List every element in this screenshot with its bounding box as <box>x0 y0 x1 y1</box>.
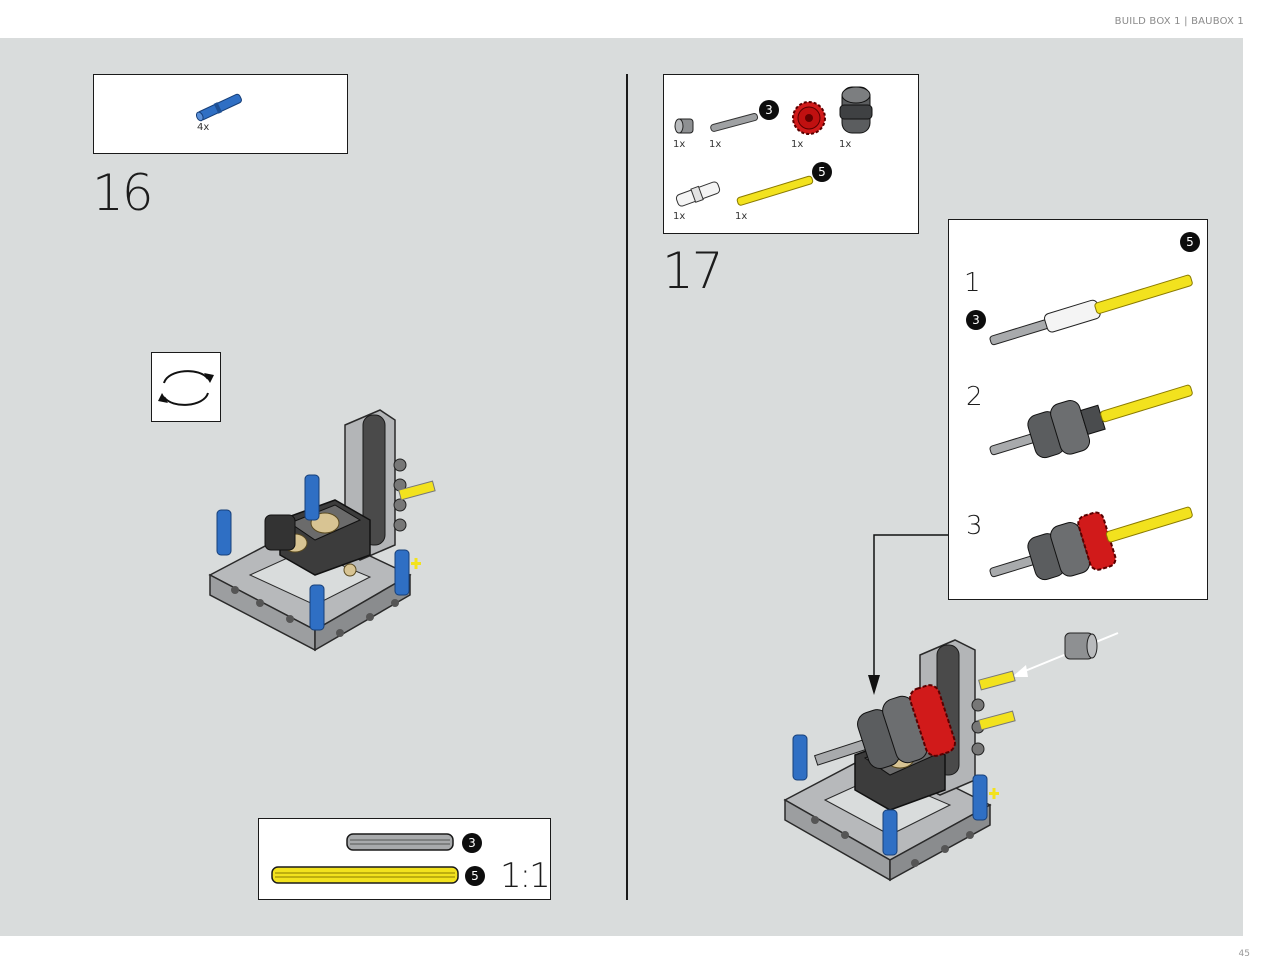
sub-assembly-box: 5 1 3 2 3 <box>948 219 1208 600</box>
sub-step-1-illustration <box>989 274 1193 346</box>
part-qty: 1x <box>673 211 686 222</box>
badge-3: 3 <box>966 310 986 330</box>
page-divider <box>626 74 628 900</box>
badge-5: 5 <box>1180 232 1200 252</box>
badge-5: 5 <box>465 866 485 886</box>
callout-arrow <box>868 534 948 695</box>
step-number-17: 17 <box>662 242 724 300</box>
axle-3-scale <box>346 833 454 851</box>
part-qty: 1x <box>673 139 686 150</box>
page-header: BUILD BOX 1 | BAUBOX 1 <box>0 0 1280 38</box>
sub-step-2-illustration <box>989 384 1193 459</box>
axle-5-scale <box>271 866 459 884</box>
part-qty: 1x <box>709 139 722 150</box>
part-qty: 1x <box>735 211 748 222</box>
dark-hub-icon <box>839 86 873 134</box>
step16-parts-box: 4x <box>93 74 348 154</box>
part-qty: 1x <box>791 139 804 150</box>
sub-step-3-illustration <box>989 506 1193 581</box>
part-qty: 4x <box>197 122 210 133</box>
sub-step-3: 3 <box>966 511 983 541</box>
sub-step-1: 1 <box>964 268 981 298</box>
step-number-16: 16 <box>92 164 154 222</box>
sub-step-2: 2 <box>966 382 983 412</box>
page-number: 45 <box>1238 949 1250 959</box>
rotate-arrows-icon <box>158 370 214 406</box>
blue-pin-icon <box>195 93 242 122</box>
red-gear-icon <box>792 101 826 135</box>
insert-arrow <box>1012 632 1119 677</box>
badge-3: 3 <box>759 100 779 120</box>
header-title: BUILD BOX 1 | BAUBOX 1 <box>1114 16 1244 27</box>
connector-icon <box>675 181 721 207</box>
badge-5: 5 <box>812 162 832 182</box>
part-qty: 1x <box>839 139 852 150</box>
step17-model-illustration <box>783 639 1016 882</box>
axle-3-icon <box>710 113 759 132</box>
step17-parts-box: 1x 3 1x 1x 1x 1x 5 1x <box>663 74 919 234</box>
bush-icon <box>674 118 694 134</box>
scale-ratio: 1:1 <box>500 856 551 896</box>
scale-box: 3 5 1:1 <box>258 818 551 900</box>
rotate-box <box>151 352 221 422</box>
badge-3: 3 <box>462 833 482 853</box>
step16-model-illustration <box>208 409 436 652</box>
yellow-axle-5-icon <box>736 175 814 206</box>
